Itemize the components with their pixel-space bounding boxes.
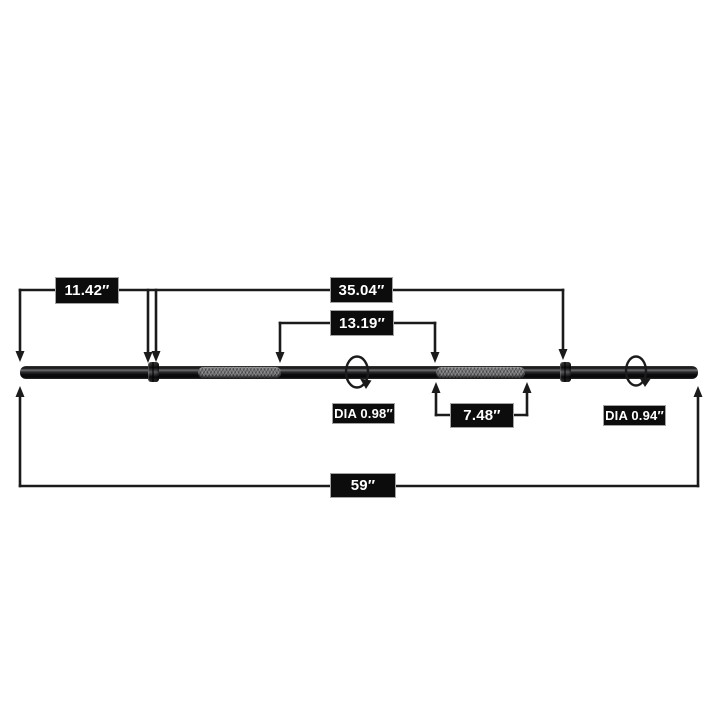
arrowhead-up-icon — [693, 386, 703, 397]
arrowhead-down-icon — [151, 351, 161, 362]
arrowhead-down-icon — [15, 351, 25, 362]
knurl-section-left — [198, 367, 281, 378]
dimension-label-13-19: 13.19″ — [330, 310, 394, 336]
arrowhead-up-icon — [15, 386, 25, 397]
dimension-label-7-48: 7.48″ — [450, 403, 514, 428]
dimension-label-59: 59″ — [330, 473, 396, 498]
collar-ring-left — [148, 362, 159, 382]
arrowhead-down-icon — [430, 352, 440, 363]
diameter-label-0-94: DIA 0.94″ — [603, 405, 666, 426]
arrowhead-up-icon — [431, 382, 441, 393]
knurl-section-right — [436, 367, 525, 378]
dimension-label-11-42: 11.42″ — [55, 277, 119, 304]
arrowhead-up-icon — [522, 382, 532, 393]
dimension-label-35-04: 35.04″ — [330, 277, 393, 303]
collar-ring-right — [560, 362, 571, 382]
rotation-arrowhead-icon — [360, 378, 372, 389]
arrowhead-down-icon — [275, 352, 285, 363]
arrowhead-down-icon — [558, 349, 568, 360]
diameter-label-0-98: DIA 0.98″ — [332, 403, 395, 424]
barbell-shaft — [20, 366, 698, 379]
